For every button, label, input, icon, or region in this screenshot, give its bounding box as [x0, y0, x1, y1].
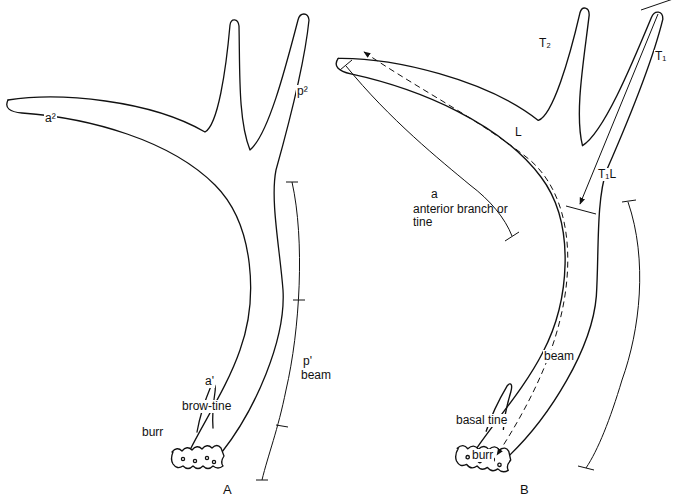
- part-name: anterior branch or tine: [412, 203, 510, 229]
- antler-a: [7, 14, 309, 469]
- part-name: beam: [543, 350, 575, 363]
- measure-label: a: [430, 188, 439, 201]
- measure-label: L: [514, 126, 523, 139]
- part-label: a²: [44, 112, 57, 125]
- antler-b: [283, 0, 664, 485]
- part-name: burr: [141, 426, 164, 439]
- part-name: burr: [471, 449, 494, 462]
- measure-lines-b: [340, 0, 676, 470]
- tine-label: T₁: [654, 50, 667, 63]
- part-label: a': [204, 375, 215, 388]
- part-name: brow-tine: [181, 400, 232, 413]
- part-label: p²: [296, 85, 309, 98]
- measure-label: T₁L: [597, 168, 617, 181]
- part-name: beam: [300, 369, 332, 382]
- beam-bracket-a: [256, 182, 305, 480]
- part-label: p': [302, 355, 313, 368]
- tine-label: T₂: [538, 37, 552, 50]
- figure-letter: B: [519, 483, 530, 496]
- figure-letter: A: [222, 483, 233, 496]
- part-name: basal tine: [455, 414, 508, 427]
